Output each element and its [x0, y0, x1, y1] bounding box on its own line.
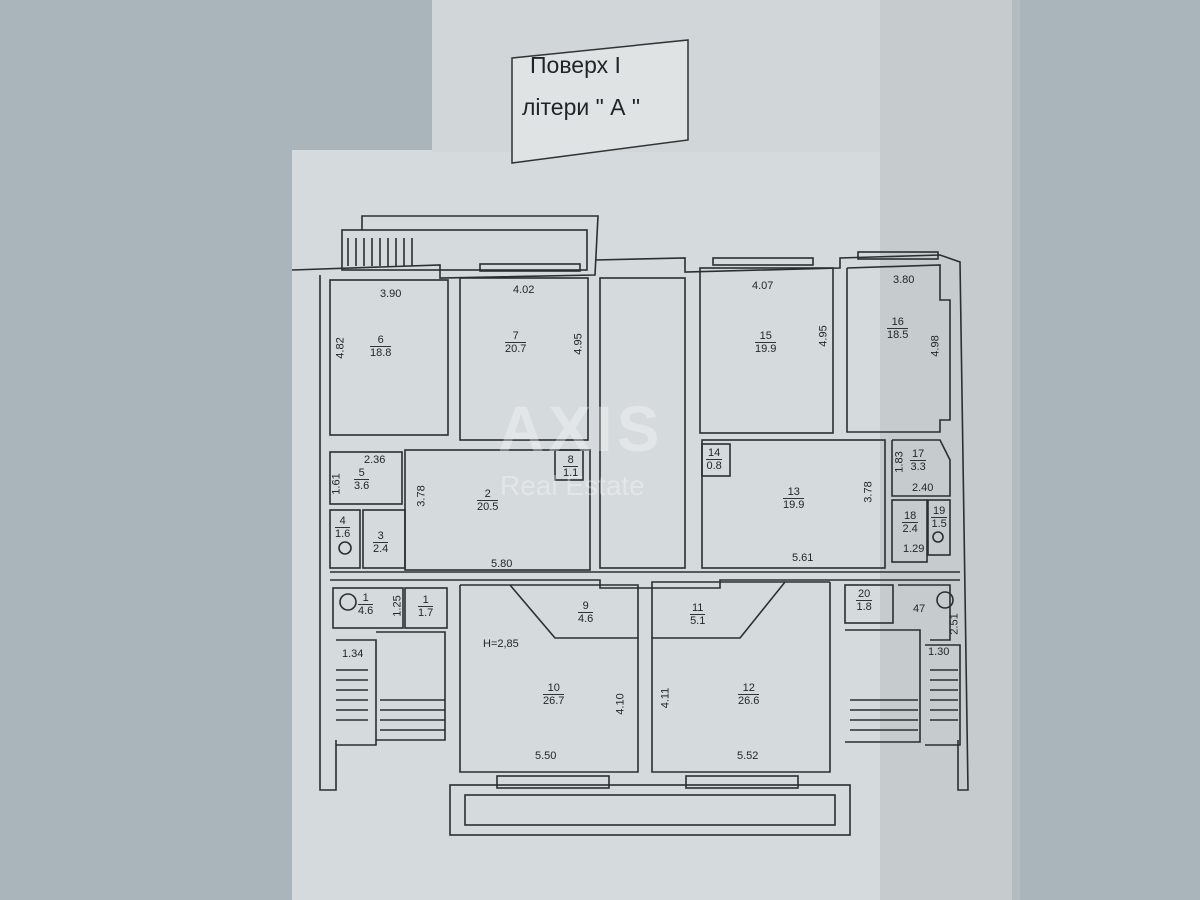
- dimension-label: 3.78: [415, 485, 428, 507]
- dimension-label: 4.95: [817, 325, 830, 347]
- watermark-subtitle: Real Estate: [500, 470, 645, 501]
- dimension-label: 4.02: [513, 284, 535, 296]
- dimension-label: 4.98: [929, 335, 942, 357]
- dimension-label: 4.82: [334, 337, 347, 359]
- dimension-label: 3.78: [862, 481, 875, 503]
- dimension-label: 4.07: [752, 280, 774, 292]
- paper-edge-shadow: [1012, 0, 1020, 900]
- dimension-label: 1.29: [903, 543, 925, 555]
- dimension-label: 47: [913, 603, 926, 615]
- dimension-label: 5.50: [535, 750, 557, 762]
- dimension-label: 1.25: [391, 595, 404, 617]
- letter-title: літери " А ": [522, 94, 641, 120]
- dimension-label: 4.11: [659, 687, 672, 709]
- title-frame: [511, 39, 689, 164]
- dimension-label: 2.51: [948, 613, 961, 635]
- dimension-label: 1.34: [342, 648, 364, 660]
- paper-sheet: [292, 150, 917, 900]
- floor-title: Поверх I: [530, 52, 621, 78]
- dimension-label: 1.30: [928, 646, 950, 658]
- dimension-label: 3.80: [893, 274, 915, 286]
- watermark-brand: AXIS: [498, 393, 664, 465]
- dimension-label: 5.61: [792, 552, 814, 564]
- dimension-label: 1.61: [330, 473, 343, 495]
- dimension-label: 5.80: [491, 558, 513, 570]
- ceiling-height: H=2,85: [483, 638, 519, 650]
- dimension-label: 2.40: [912, 482, 934, 494]
- dimension-label: 4.95: [572, 333, 585, 355]
- dimension-label: 2.36: [364, 454, 386, 466]
- walls: [291, 215, 969, 836]
- dimension-label: 1.83: [893, 451, 906, 473]
- dimension-label: 3.90: [380, 288, 402, 300]
- dimension-label: 4.10: [614, 693, 627, 715]
- paper-right: [880, 0, 1018, 900]
- dimension-label: 5.52: [737, 750, 759, 762]
